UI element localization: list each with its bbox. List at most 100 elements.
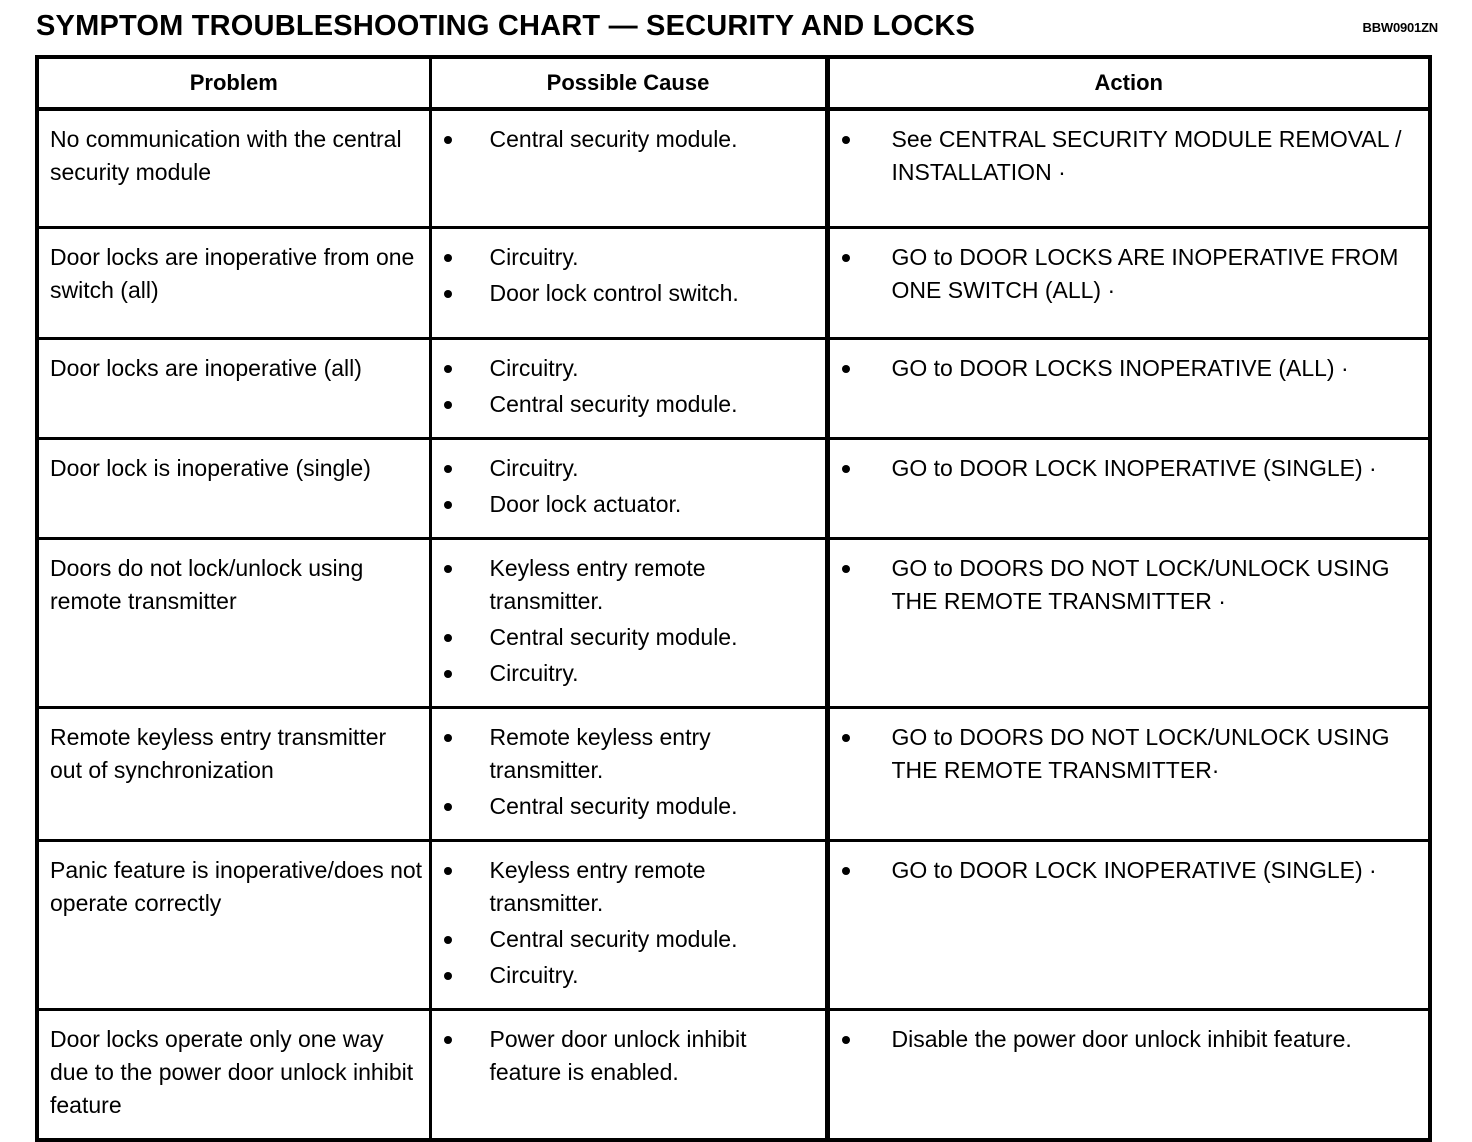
bullet-icon: [443, 1035, 452, 1044]
action-text: GO to DOOR LOCK INOPERATIVE (SINGLE) ·: [891, 454, 1377, 481]
bullet-icon: [841, 733, 850, 742]
cause-list: Remote keyless entry transmitter. Centra…: [432, 709, 825, 839]
problem-cell: Door locks are inoperative (all): [37, 338, 432, 440]
cause-text: Central security module.: [489, 390, 738, 417]
problem-cell: Panic feature is inoperative/does not op…: [37, 840, 432, 1011]
action-cell: GO to DOOR LOCK INOPERATIVE (SINGLE) ·: [827, 840, 1430, 1011]
action-text: GO to DOOR LOCK INOPERATIVE (SINGLE) ·: [891, 856, 1377, 883]
table-row: Door lock is inoperative (single) Circui…: [37, 438, 1430, 540]
possible-cause-cell: Circuitry. Door lock actuator.: [430, 438, 830, 540]
cause-text: Door lock control switch.: [489, 279, 739, 306]
cause-list: Power door unlock inhibit feature is ena…: [432, 1011, 825, 1105]
page-title: SYMPTOM TROUBLESHOOTING CHART — SECURITY…: [36, 10, 976, 42]
bullet-icon: [443, 253, 452, 262]
cause-list: Circuitry. Door lock control switch.: [432, 229, 825, 326]
bullet-icon: [443, 802, 452, 811]
action-list: See CENTRAL SECURITY MODULE REMOVAL / IN…: [830, 111, 1429, 205]
bullet-icon: [841, 564, 850, 573]
action-text: Disable the power door unlock inhibit fe…: [891, 1025, 1352, 1052]
cause-text: Power door unlock inhibit feature is ena…: [489, 1025, 747, 1085]
action-text: GO to DOORS DO NOT LOCK/UNLOCK USING THE…: [891, 723, 1390, 783]
list-item: Circuitry.: [432, 452, 817, 485]
list-item: Power door unlock inhibit feature is ena…: [432, 1023, 817, 1089]
bullet-icon: [443, 464, 452, 473]
cause-text: Door lock actuator.: [489, 490, 682, 517]
possible-cause-cell: Remote keyless entry transmitter. Centra…: [430, 707, 830, 842]
table-row: Panic feature is inoperative/does not op…: [37, 840, 1430, 1011]
list-item: Central security module.: [432, 123, 817, 156]
bullet-icon: [443, 633, 452, 642]
list-item: GO to DOORS DO NOT LOCK/UNLOCK USING THE…: [830, 721, 1421, 787]
list-item: GO to DOOR LOCK INOPERATIVE (SINGLE) ·: [830, 854, 1421, 887]
problem-text: No communication with the central securi…: [50, 126, 402, 185]
problem-text: Doors do not lock/unlock using remote tr…: [50, 554, 364, 614]
problem-cell: Doors do not lock/unlock using remote tr…: [37, 538, 432, 709]
action-text: GO to DOOR LOCKS ARE INOPERATIVE FROM ON…: [891, 243, 1399, 303]
cause-text: Central security module.: [489, 623, 738, 650]
action-list: GO to DOORS DO NOT LOCK/UNLOCK USING THE…: [830, 709, 1429, 803]
list-item: Central security module.: [432, 923, 817, 956]
list-item: GO to DOOR LOCKS ARE INOPERATIVE FROM ON…: [830, 241, 1421, 307]
bullet-icon: [443, 971, 452, 980]
list-item: GO to DOOR LOCK INOPERATIVE (SINGLE) ·: [830, 452, 1421, 485]
action-cell: Disable the power door unlock inhibit fe…: [827, 1009, 1430, 1140]
problem-cell: Door locks operate only one way due to t…: [37, 1009, 432, 1140]
table-row: Door locks are inoperative (all) Circuit…: [37, 338, 1430, 440]
cause-list: Keyless entry remote transmitter. Centra…: [432, 540, 825, 706]
list-item: Circuitry.: [432, 241, 817, 274]
cause-list: Circuitry. Door lock actuator.: [432, 440, 825, 537]
list-item: Central security module.: [432, 388, 817, 421]
bullet-icon: [841, 866, 850, 875]
action-list: GO to DOOR LOCKS ARE INOPERATIVE FROM ON…: [830, 229, 1429, 323]
bullet-icon: [841, 253, 850, 262]
title-bar: SYMPTOM TROUBLESHOOTING CHART — SECURITY…: [0, 0, 1472, 55]
cause-text: Central security module.: [489, 792, 738, 819]
action-list: GO to DOOR LOCK INOPERATIVE (SINGLE) ·: [830, 440, 1429, 501]
action-list: Disable the power door unlock inhibit fe…: [830, 1011, 1429, 1072]
list-item: Keyless entry remote transmitter.: [432, 552, 817, 618]
table-row: Doors do not lock/unlock using remote tr…: [37, 538, 1430, 709]
problem-text: Panic feature is inoperative/does not op…: [50, 856, 423, 916]
table-row: No communication with the central securi…: [37, 109, 1430, 229]
list-item: GO to DOORS DO NOT LOCK/UNLOCK USING THE…: [830, 552, 1421, 618]
possible-cause-cell: Circuitry. Central security module.: [430, 338, 830, 440]
bullet-icon: [443, 400, 452, 409]
problem-text: Door locks are inoperative from one swit…: [50, 243, 415, 303]
cause-text: Circuitry.: [489, 354, 579, 381]
cause-list: Keyless entry remote transmitter. Centra…: [432, 842, 825, 1008]
cause-text: Remote keyless entry transmitter.: [489, 723, 711, 783]
action-list: GO to DOOR LOCK INOPERATIVE (SINGLE) ·: [830, 842, 1429, 903]
bullet-icon: [841, 136, 850, 144]
possible-cause-cell: Circuitry. Door lock control switch.: [430, 227, 830, 340]
action-cell: GO to DOORS DO NOT LOCK/UNLOCK USING THE…: [827, 707, 1430, 842]
list-item: GO to DOOR LOCKS INOPERATIVE (ALL) ·: [830, 352, 1421, 385]
list-item: Circuitry.: [432, 352, 817, 385]
cause-text: Circuitry.: [489, 659, 579, 686]
list-item: Door lock actuator.: [432, 488, 817, 521]
bullet-icon: [443, 935, 452, 944]
cause-text: Circuitry.: [489, 243, 579, 270]
bullet-icon: [443, 136, 452, 144]
possible-cause-cell: Keyless entry remote transmitter. Centra…: [430, 840, 830, 1011]
document-code: BBW0901ZN: [1362, 20, 1439, 35]
list-item: Circuitry.: [432, 657, 817, 690]
bullet-icon: [443, 289, 452, 298]
problem-text: Door locks are inoperative (all): [50, 354, 362, 381]
table-row: Door locks are inoperative from one swit…: [37, 227, 1430, 340]
bullet-icon: [841, 464, 850, 473]
action-text: See CENTRAL SECURITY MODULE REMOVAL / IN…: [891, 126, 1402, 185]
action-text: GO to DOOR LOCKS INOPERATIVE (ALL) ·: [891, 354, 1349, 381]
action-cell: GO to DOOR LOCK INOPERATIVE (SINGLE) ·: [827, 438, 1430, 540]
bullet-icon: [443, 564, 452, 573]
bullet-icon: [841, 364, 850, 373]
action-list: GO to DOOR LOCKS INOPERATIVE (ALL) ·: [830, 340, 1429, 401]
problem-cell: Door lock is inoperative (single): [37, 438, 432, 540]
problem-cell: Remote keyless entry transmitter out of …: [37, 707, 432, 842]
list-item: Door lock control switch.: [432, 277, 817, 310]
bullet-icon: [443, 866, 452, 875]
problem-text: Remote keyless entry transmitter out of …: [50, 723, 387, 783]
action-text: GO to DOORS DO NOT LOCK/UNLOCK USING THE…: [891, 554, 1390, 614]
bullet-icon: [443, 500, 452, 509]
list-item: See CENTRAL SECURITY MODULE REMOVAL / IN…: [830, 123, 1421, 189]
